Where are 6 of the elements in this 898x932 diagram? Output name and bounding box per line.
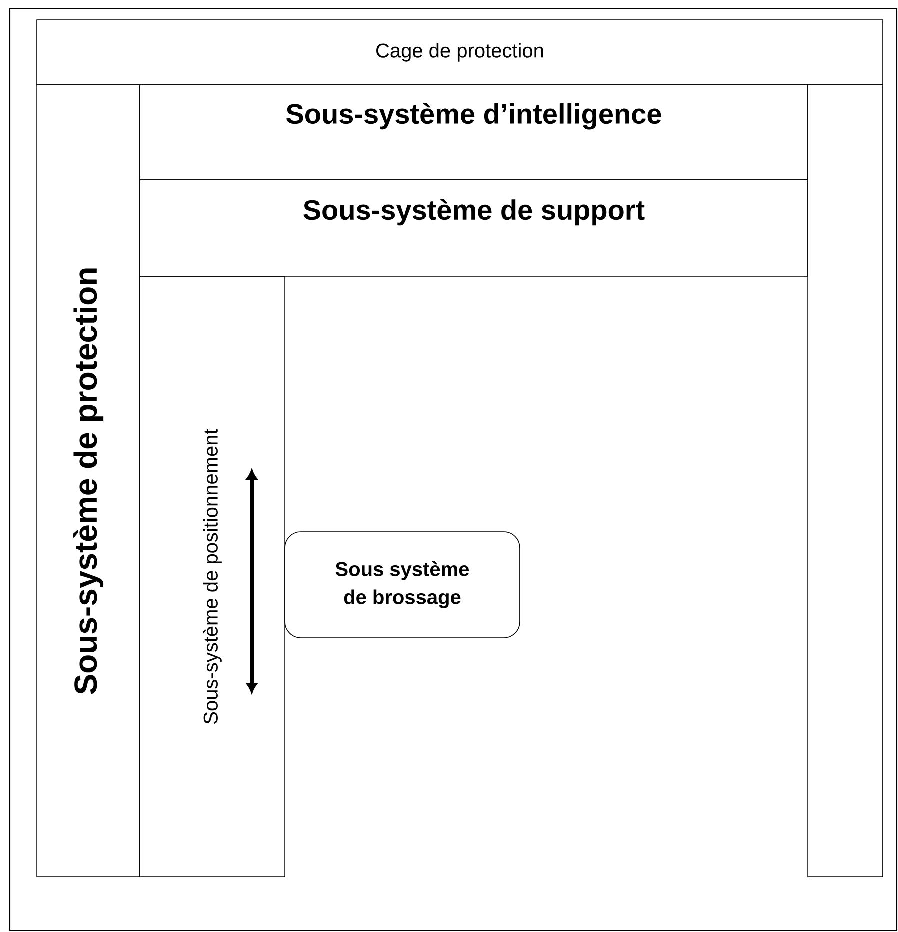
column-box: Sous-système de positionnement [140, 276, 286, 878]
column-box: Sous-système de protection [36, 84, 140, 878]
band-box: Sous-système d’intelligence [140, 84, 808, 180]
rounded-box: Sous système de brossage [284, 532, 520, 638]
column-box [808, 84, 884, 878]
band-box: Cage de protection [36, 20, 884, 86]
